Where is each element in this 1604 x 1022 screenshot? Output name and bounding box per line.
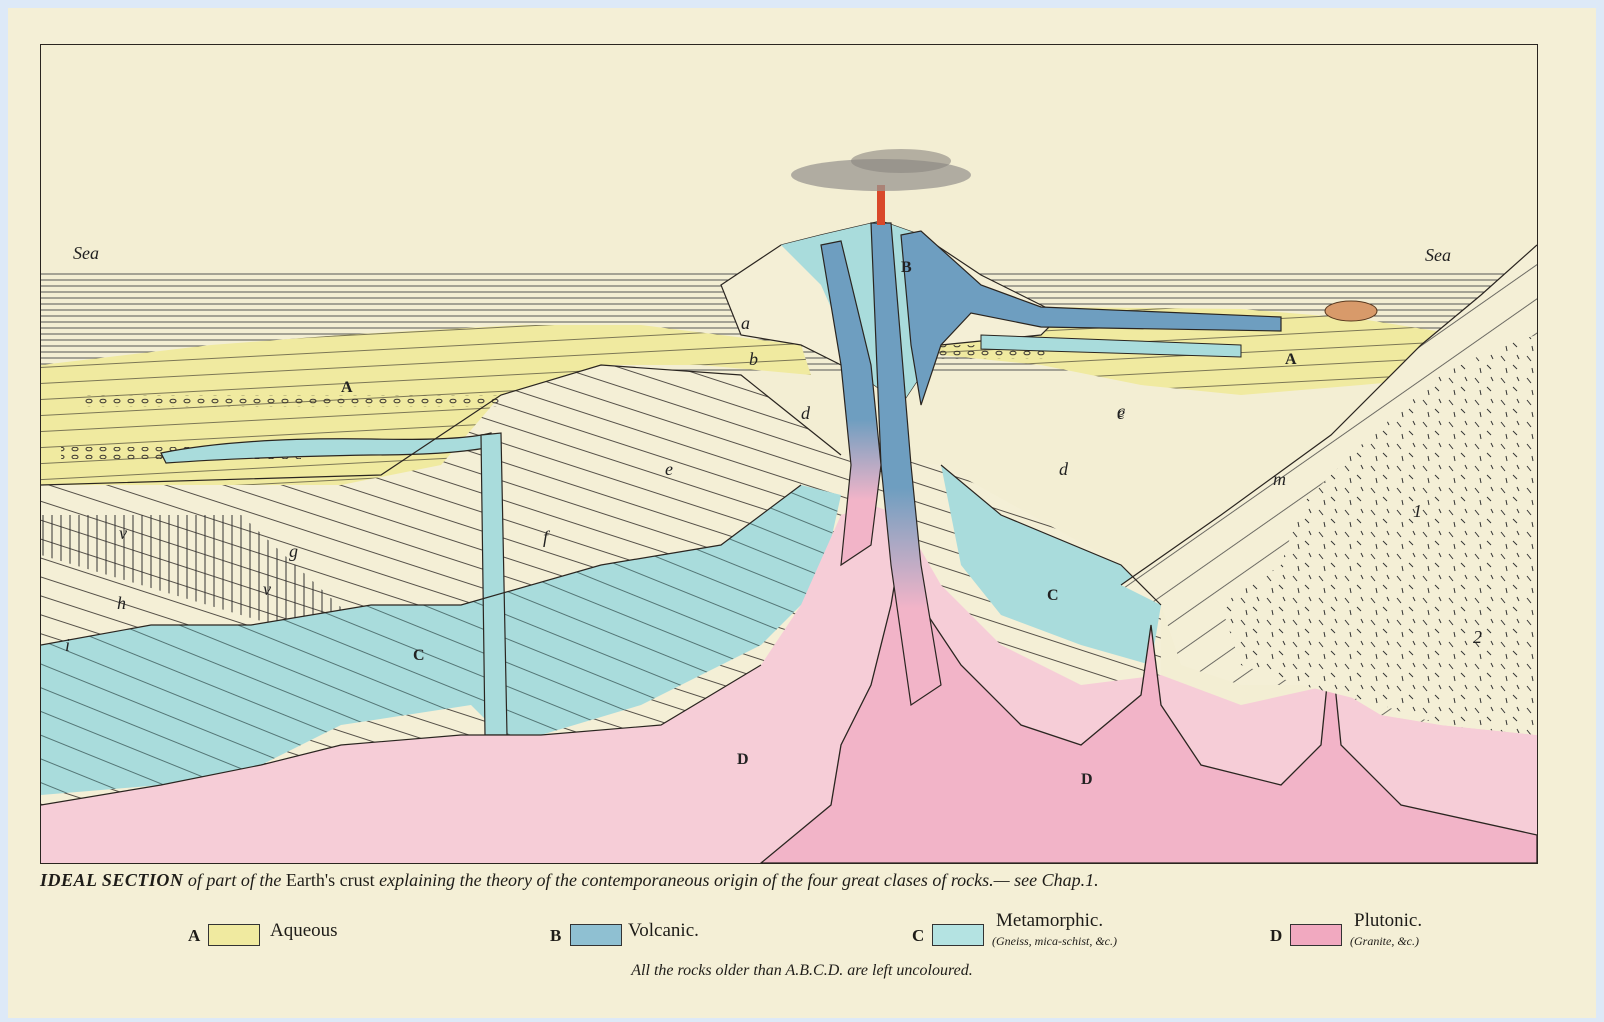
region-label-c-right: C bbox=[1047, 587, 1059, 605]
region-label-b: B bbox=[901, 259, 912, 277]
stratum-label-d-left: d bbox=[801, 403, 810, 424]
region-label-d-left: D bbox=[737, 751, 749, 769]
legend-letter: B bbox=[550, 926, 561, 946]
legend-volcanic: B Volcanic. bbox=[550, 920, 810, 960]
stratum-label-g: g bbox=[289, 541, 298, 562]
legend-sub: (Granite, &c.) bbox=[1350, 934, 1419, 949]
region-label-a-right: A bbox=[1285, 351, 1297, 369]
sea-label-right: Sea bbox=[1425, 245, 1451, 266]
legend-letter: A bbox=[188, 926, 200, 946]
stratum-label-v-upper: v bbox=[119, 523, 127, 544]
legend-swatch-volcanic bbox=[570, 924, 622, 946]
stratum-label-f: f bbox=[543, 527, 548, 548]
legend-plutonic: D Plutonic. (Granite, &c.) bbox=[1270, 920, 1490, 960]
legend-swatch-plutonic bbox=[1290, 924, 1342, 946]
smoke-puff bbox=[851, 149, 951, 173]
legend-aqueous: A Aqueous bbox=[188, 920, 448, 960]
legend-name: Metamorphic. bbox=[996, 910, 1103, 932]
legend-name: Volcanic. bbox=[628, 920, 699, 942]
legend-letter: C bbox=[912, 926, 924, 946]
stratum-label-i: i bbox=[65, 635, 70, 656]
legend-sub: (Gneiss, mica-schist, &c.) bbox=[992, 934, 1117, 949]
pebble-bed-left bbox=[81, 395, 501, 407]
stratum-label-a: a bbox=[741, 313, 750, 334]
stratum-label-e-left: e bbox=[665, 459, 673, 480]
region-label-d-right: D bbox=[1081, 771, 1093, 789]
stratum-label-h: h bbox=[117, 593, 126, 614]
rock-in-sea bbox=[1325, 301, 1377, 321]
legend-swatch-aqueous bbox=[208, 924, 260, 946]
sea-label-left: Sea bbox=[73, 243, 99, 264]
cross-section-drawing bbox=[41, 45, 1537, 863]
caption-mid: of part of the bbox=[183, 870, 286, 890]
section-diagram: Sea Sea A A B C C D D a b c d d e e f g … bbox=[40, 44, 1538, 864]
stratum-label-m: m bbox=[1273, 469, 1286, 490]
stratum-label-v-lower: v bbox=[263, 579, 271, 600]
stratum-label-e-right: e bbox=[1117, 403, 1125, 424]
caption-rest: explaining the theory of the contemporan… bbox=[375, 870, 1099, 890]
legend-name: Plutonic. bbox=[1354, 910, 1422, 932]
caption-title: IDEAL SECTION bbox=[40, 870, 183, 890]
region-label-a-left: A bbox=[341, 379, 353, 397]
caption-upright: Earth's crust bbox=[286, 870, 375, 890]
footer-note: All the rocks older than A.B.C.D. are le… bbox=[0, 962, 1604, 980]
stratum-label-b: b bbox=[749, 349, 758, 370]
granite-label-1: 1 bbox=[1413, 501, 1422, 522]
stratum-label-d-right: d bbox=[1059, 459, 1068, 480]
region-label-c-left: C bbox=[413, 647, 425, 665]
legend-letter: D bbox=[1270, 926, 1282, 946]
legend-swatch-metamorphic bbox=[932, 924, 984, 946]
legend-metamorphic: C Metamorphic. (Gneiss, mica-schist, &c.… bbox=[912, 920, 1192, 960]
legend-name: Aqueous bbox=[270, 920, 338, 942]
figure-caption: IDEAL SECTION of part of the Earth's cru… bbox=[40, 870, 1540, 891]
granite-label-2: 2 bbox=[1473, 627, 1482, 648]
